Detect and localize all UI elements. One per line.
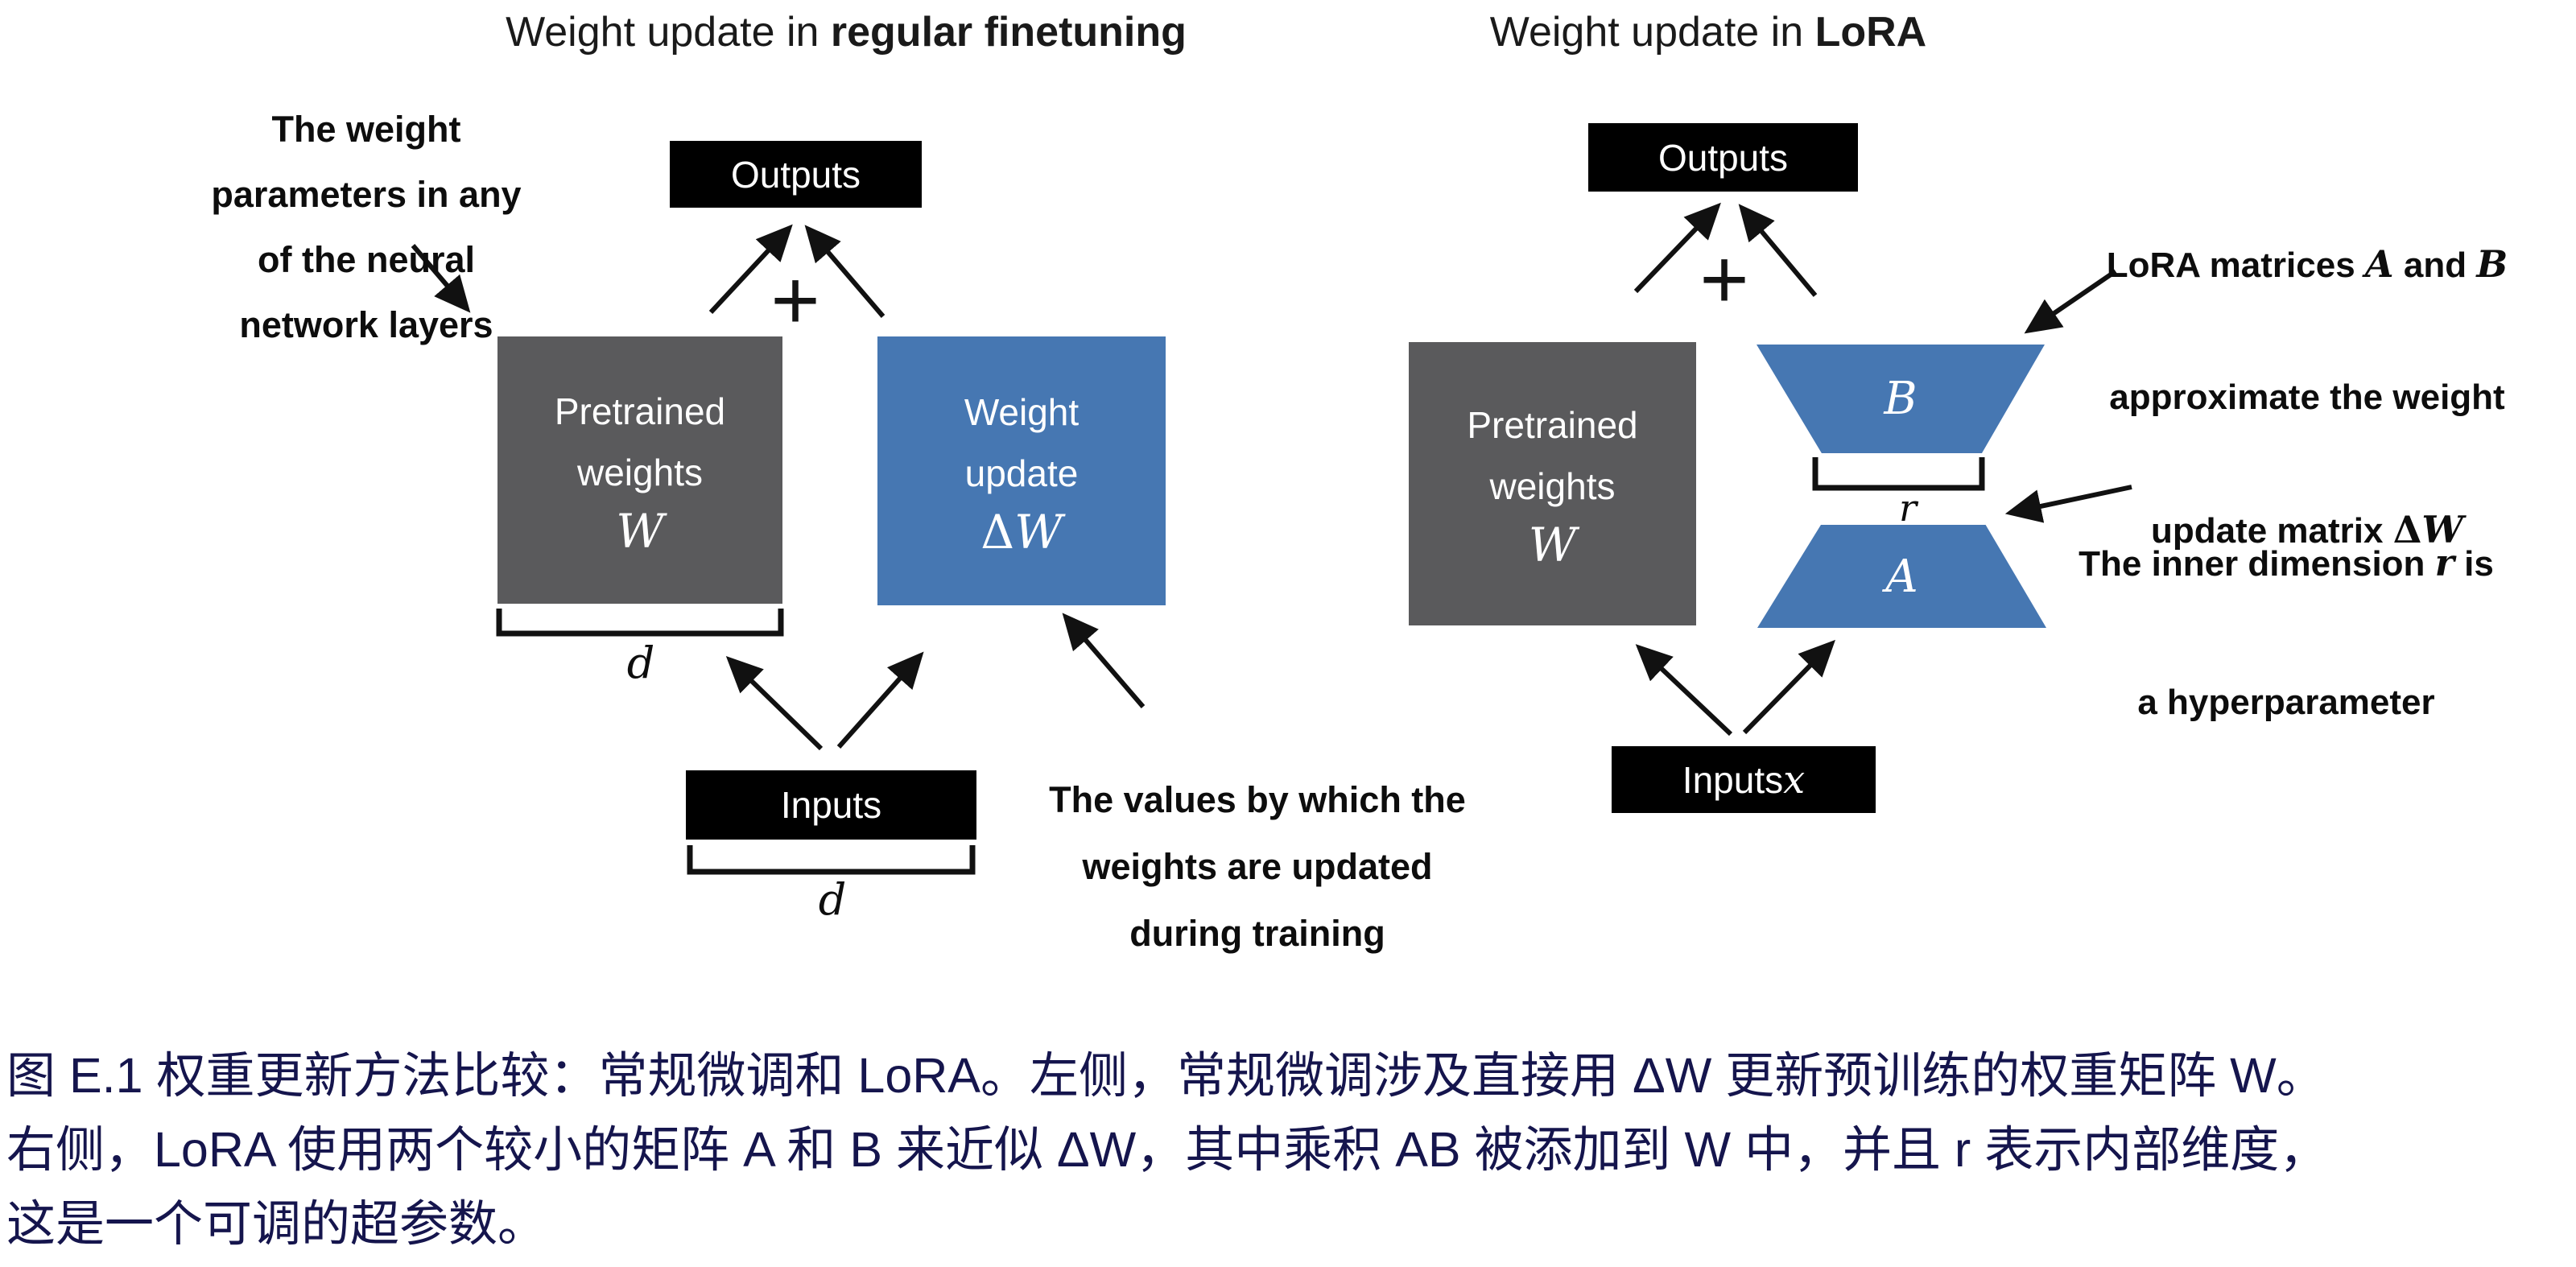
delta-symbol: Δ: [980, 504, 1015, 559]
lora-b-symbol: B: [2476, 242, 2508, 286]
annotation-values: The values by which the weights are upda…: [1049, 779, 1466, 954]
title-right-bold: LoRA: [1814, 9, 1927, 56]
caption-line3: 这是一个可调的超参数。: [6, 1196, 547, 1251]
arrow-annotation-to-dw: [1062, 613, 1146, 708]
annotation-lora-line3: update matrix ΔW: [2082, 497, 2533, 564]
plus-sign-left: +: [770, 253, 820, 348]
pretrained-weights-box-left: Pretrained weights W: [497, 336, 782, 604]
rank-r-label: r: [1899, 486, 1917, 530]
matrix-a-label: A: [1885, 550, 1918, 603]
inputs-label-left: Inputs: [780, 784, 882, 826]
arrow-annotation-to-b: [2024, 269, 2117, 334]
dim-bracket-rank: [1812, 457, 1985, 491]
annotation-lora-line2: approximate the weight: [2109, 378, 2505, 417]
inner-l1-post: is: [2454, 544, 2494, 584]
outputs-label-right: Outputs: [1657, 136, 1789, 179]
matrix-b-label: B: [1884, 373, 1918, 425]
dim-d-weights-label: d: [626, 638, 655, 688]
title-right: Weight update in LoRA: [1490, 8, 1926, 56]
lora-a-symbol: A: [2364, 242, 2394, 286]
lora-l1-mid: and: [2393, 246, 2477, 285]
w-symbol-right: W: [1528, 518, 1577, 572]
inputs-box-left: Inputs: [686, 770, 976, 840]
arrow-left-w-to-outputs: [708, 224, 793, 315]
inner-l1-pre: The inner dimension: [2079, 544, 2435, 584]
annotation-inner-line1: The inner dimension r is: [2061, 528, 2512, 599]
annotation-inner-dimension: The inner dimension r is a hyperparamete…: [2061, 459, 2512, 807]
title-left: Weight update in regular finetuning: [506, 8, 1187, 56]
inputs-x-box: Inputs x: [1612, 746, 1876, 813]
arrow-inputs-to-w-left: [725, 656, 824, 751]
outputs-box-right: Outputs: [1588, 123, 1858, 192]
lora-l1-pre: LoRA matrices: [2106, 246, 2365, 285]
title-left-bold: regular finetuning: [830, 9, 1187, 56]
title-left-prefix: Weight update in: [506, 9, 831, 56]
delta-w-symbol: ΔW: [980, 504, 1063, 561]
inputs-label-right: Inputs: [1682, 758, 1784, 801]
arrow-right-ba-to-outputs: [1738, 204, 1818, 297]
pretrained-weights-label-right: Pretrained weights: [1467, 404, 1638, 507]
arrow-left-dw-to-outputs: [804, 225, 886, 318]
caption-line2: 右侧，LoRA 使用两个较小的矩阵 A 和 B 来近似 ΔW，其中乘积 AB 被…: [6, 1122, 2329, 1177]
w-symbol-left: W: [616, 504, 664, 559]
arrow-right-w-to-outputs: [1633, 202, 1721, 294]
arrow-inputsx-to-a: [1742, 639, 1835, 735]
x-symbol: x: [1783, 757, 1806, 803]
dim-d-inputs-label: d: [818, 874, 847, 925]
lora-l3-pre: update matrix: [2150, 511, 2393, 551]
dim-bracket-weights-left: [496, 609, 784, 637]
lora-delta-symbol: Δ: [2392, 508, 2422, 551]
pretrained-weights-box-right: Pretrained weights W: [1409, 342, 1696, 625]
arrow-inputs-to-dw: [836, 651, 924, 749]
inner-r-symbol: r: [2434, 541, 2454, 584]
arrow-annotation-to-r: [2004, 485, 2132, 523]
w-update-symbol: W: [1014, 504, 1063, 559]
weight-update-label: Weight update: [964, 390, 1080, 494]
arrow-annotation-to-w-left: [411, 244, 471, 313]
annotation-lora-line1: LoRA matrices A and B: [2082, 231, 2533, 299]
lora-w-symbol: W: [2421, 508, 2464, 551]
figure-caption: 图 E.1 权重更新方法比较：常规微调和 LoRA。左侧，常规微调涉及直接用 Δ…: [6, 1038, 2573, 1261]
caption-line1: 图 E.1 权重更新方法比较：常规微调和 LoRA。左侧，常规微调涉及直接用 Δ…: [6, 1048, 2326, 1103]
annotation-lora-matrices: LoRA matrices A and B approximate the we…: [2082, 165, 2533, 630]
dim-bracket-inputs-left: [687, 845, 976, 875]
title-right-prefix: Weight update in: [1489, 9, 1815, 56]
annotation-weight-parameters: The weight parameters in any of the neur…: [211, 109, 522, 345]
annotation-inner-line2: a hyperparameter: [2137, 683, 2435, 722]
outputs-box-left: Outputs: [670, 141, 922, 208]
plus-sign-right: +: [1699, 232, 1749, 327]
outputs-label-left: Outputs: [730, 153, 861, 196]
pretrained-weights-label-left: Pretrained weights: [554, 390, 726, 493]
weight-update-box: Weight update ΔW: [877, 336, 1166, 605]
arrow-inputsx-to-w-right: [1635, 644, 1733, 737]
